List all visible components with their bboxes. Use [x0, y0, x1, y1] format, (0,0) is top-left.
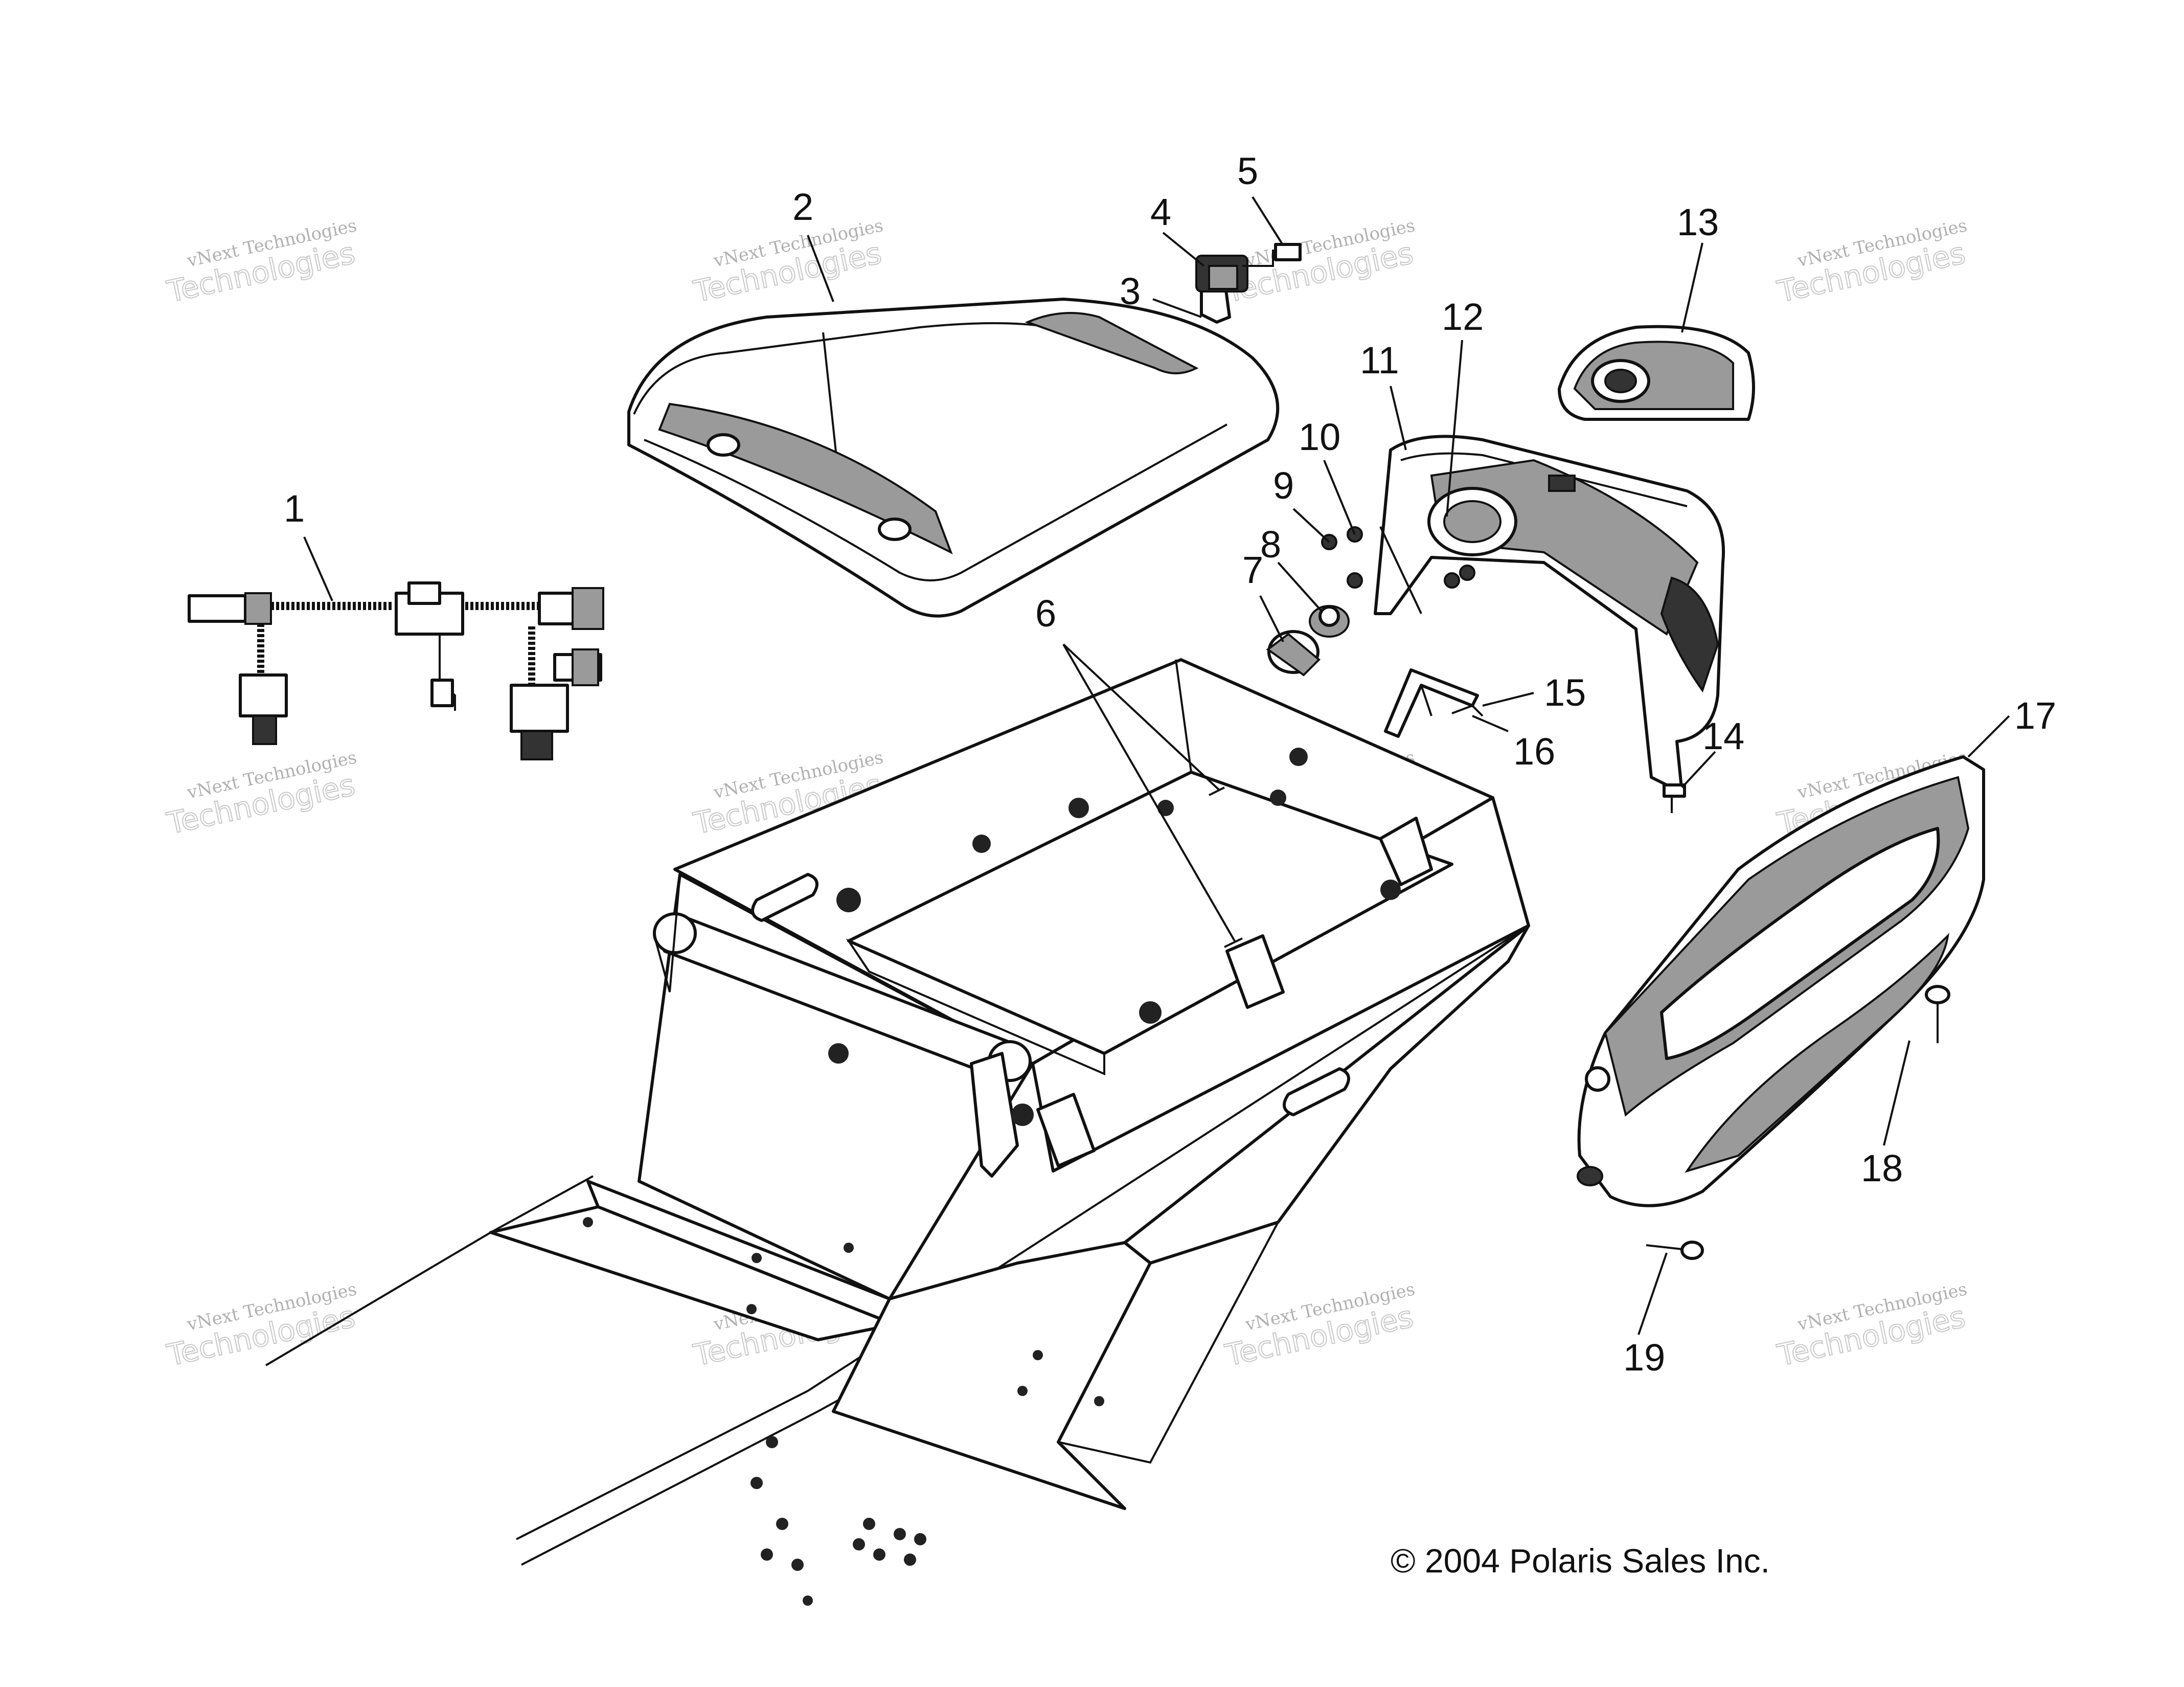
leader-lines — [303, 196, 2010, 1335]
callout-11: 11 — [1360, 339, 1399, 381]
callout-2: 2 — [792, 186, 813, 228]
bracket-part — [1384, 668, 1686, 813]
callout-15: 15 — [1544, 671, 1586, 714]
callout-3: 3 — [1120, 270, 1141, 312]
copyright-notice: © 2004 Polaris Sales Inc. — [1391, 1542, 1770, 1580]
callout-9: 9 — [1273, 464, 1294, 507]
taillight-lens-part — [1558, 325, 1755, 421]
tunnel-chassis-part — [265, 658, 1530, 1606]
latch-part — [1195, 243, 1302, 324]
side-panel-part — [1577, 755, 1985, 1207]
callout-12: 12 — [1442, 296, 1484, 338]
callout-7: 7 — [1242, 549, 1263, 591]
fasteners-part — [1646, 985, 1950, 1260]
callout-5: 5 — [1237, 150, 1258, 192]
callout-14: 14 — [1702, 715, 1744, 757]
callout-18: 18 — [1861, 1147, 1903, 1189]
wiring-harness-part — [188, 581, 604, 760]
callout-4: 4 — [1150, 191, 1171, 233]
callout-17: 17 — [2014, 694, 2056, 737]
callout-1: 1 — [284, 487, 305, 530]
rear-housing-part — [1374, 435, 1725, 794]
callout-16: 16 — [1513, 730, 1555, 773]
bulb-socket-part — [1266, 526, 1475, 677]
callout-10: 10 — [1299, 416, 1340, 458]
callout-8: 8 — [1260, 523, 1281, 566]
callout-19: 19 — [1623, 1336, 1665, 1379]
callout-numbers: 1 2 3 4 5 6 7 8 9 10 11 12 13 14 15 16 1… — [284, 150, 2056, 1379]
seat-part — [627, 298, 1280, 618]
callout-6: 6 — [1035, 592, 1056, 635]
callout-13: 13 — [1677, 201, 1719, 243]
